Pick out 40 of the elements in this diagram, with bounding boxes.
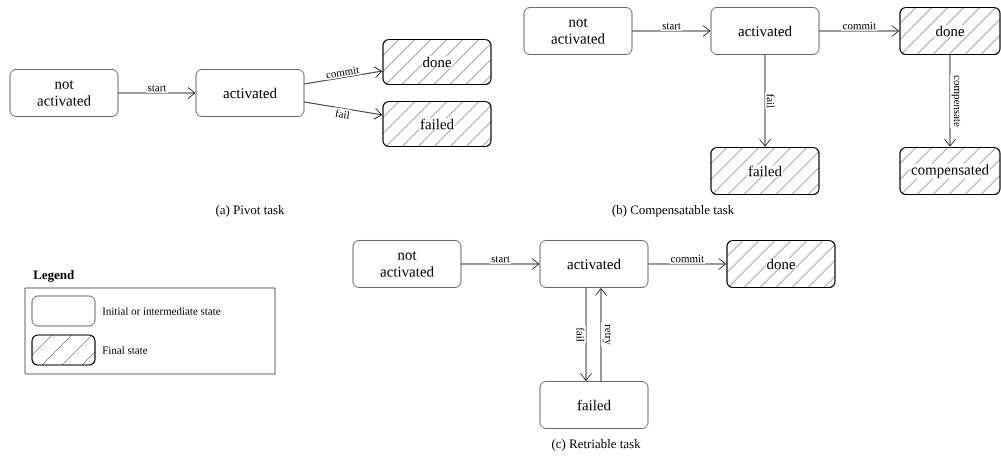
final-state-box: done [382, 38, 492, 86]
state-box: activated [195, 69, 305, 117]
edge-label: fail [575, 325, 586, 344]
edge-label: compensate [950, 73, 962, 129]
arrow [944, 54, 956, 147]
state-box: not activated [9, 69, 119, 117]
edge-label: commit [841, 20, 878, 31]
edge-label: retry [601, 322, 613, 347]
arrow [818, 25, 900, 37]
final-state-box: failed [382, 100, 492, 148]
caption: (b) Compensatable task [612, 205, 735, 217]
state-box: activated [539, 240, 649, 288]
legend-title: Legend [33, 270, 75, 282]
final-state-box: compensated [899, 146, 1001, 196]
legend-text: Final state [102, 346, 148, 354]
final-state-box: done [726, 239, 836, 289]
arrow [595, 288, 607, 382]
arrow [631, 25, 711, 37]
caption: (a) Pivot task [216, 205, 285, 217]
final-state-box: failed [710, 146, 820, 196]
arrow [580, 287, 592, 381]
edge-label: commit [323, 64, 362, 81]
edge-label: start [146, 83, 168, 93]
edge-label: start [660, 21, 683, 31]
state-box: not activated [352, 240, 462, 288]
arrow [647, 258, 727, 270]
state-box: not activated [523, 7, 633, 55]
arrow [117, 87, 196, 99]
edge-label: start [489, 254, 512, 264]
legend-text: Initial or intermediate state [102, 307, 221, 315]
final-state-box: done [899, 6, 1001, 56]
edge-label: fail [332, 107, 352, 121]
arrow [460, 258, 540, 270]
arrow [303, 66, 383, 85]
edge-label: commit [669, 253, 706, 264]
state-box: failed [539, 381, 649, 429]
arrow [303, 101, 383, 120]
state-box: activated [710, 7, 820, 55]
arrow [759, 54, 771, 147]
edge-label: fail [765, 92, 777, 110]
